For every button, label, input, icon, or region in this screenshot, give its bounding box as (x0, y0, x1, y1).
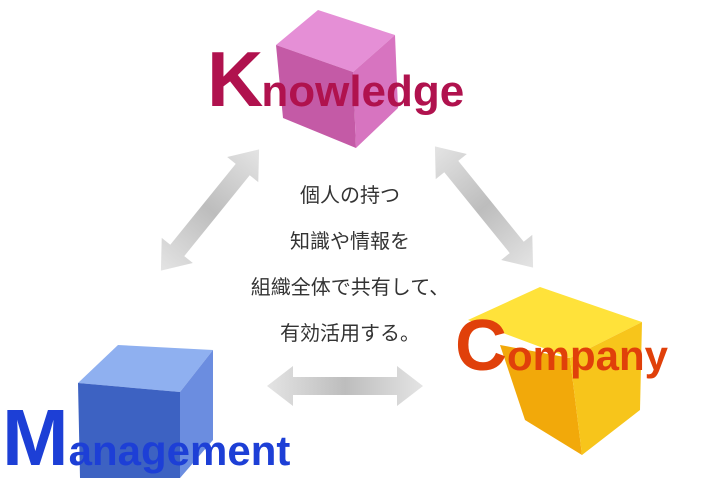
knowledge-label: Knowledge (207, 40, 464, 118)
center-line-1: 個人の持つ (300, 183, 400, 207)
center-line-4: 有効活用する。 (280, 321, 420, 345)
knowledge-cube (276, 10, 398, 148)
management-rest: anagement (68, 427, 291, 474)
company-rest: ompany (507, 332, 669, 379)
arrow-knowledge-management (160, 149, 260, 271)
center-description: 個人の持つ 知識や情報を 組織全体で共有して、 有効活用する。 (210, 172, 490, 356)
company-initial: C (455, 306, 507, 386)
arrow-knowledge-company (434, 146, 534, 268)
center-line-2: 知識や情報を (290, 229, 410, 253)
management-initial: M (2, 393, 69, 482)
company-label: Company (455, 310, 668, 382)
management-cube (78, 345, 213, 478)
arrow-management-company (267, 366, 423, 406)
knowledge-initial: K (207, 35, 263, 123)
knowledge-rest: nowledge (261, 67, 465, 116)
company-cube (468, 287, 642, 455)
management-label: Management (2, 398, 290, 478)
center-line-3: 組織全体で共有して、 (250, 275, 450, 299)
